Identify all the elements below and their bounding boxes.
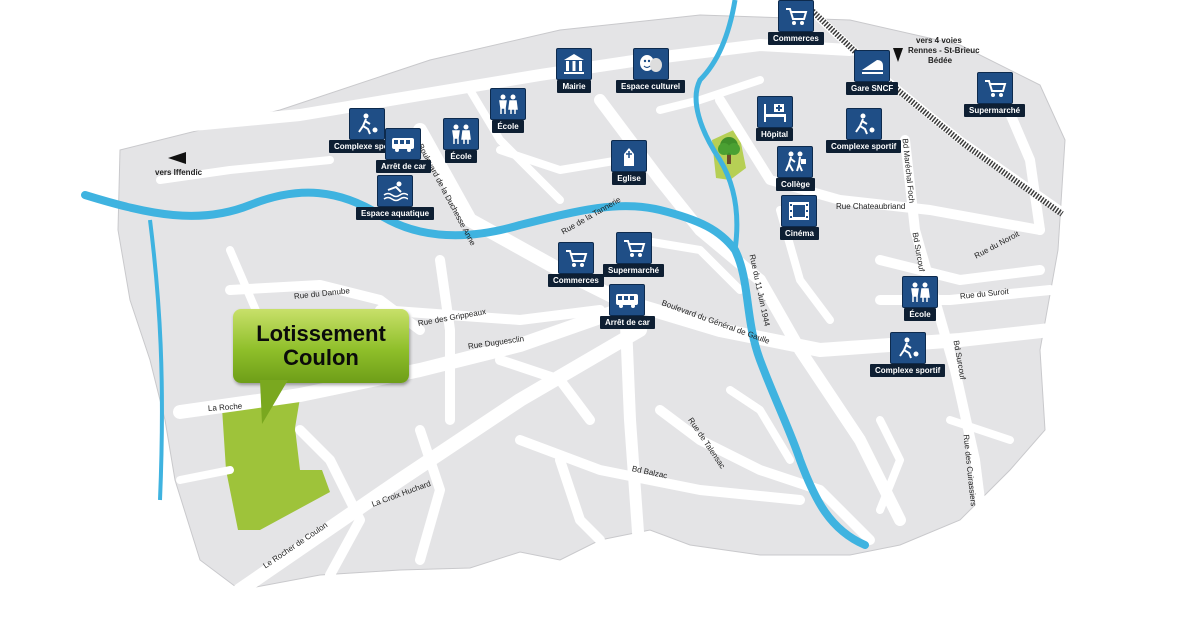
shopping-cart-icon (976, 72, 1013, 104)
railway (797, 0, 1064, 217)
poi-label: Cinéma (780, 227, 819, 240)
poi-arret-de-car-north[interactable]: Arrêt de car (376, 128, 431, 173)
poi-ecole-mid[interactable]: École (443, 118, 479, 163)
bus-icon (385, 128, 422, 160)
poi-label: École (904, 308, 936, 321)
arrow-north-icon (893, 48, 903, 62)
poi-espace-culturel[interactable]: Espace culturel (616, 48, 686, 93)
poi-label: Collège (776, 178, 815, 191)
river (81, 188, 869, 549)
poi-hopital[interactable]: Hôpital (756, 96, 794, 141)
church-icon (611, 140, 647, 172)
poi-label: Supermarché (964, 104, 1026, 117)
street-chateaubriand: Rue Chateaubriand (836, 202, 906, 211)
poi-gare-sncf[interactable]: Gare SNCF (846, 50, 899, 95)
callout-pointer (260, 380, 288, 424)
poi-label: Arrêt de car (600, 316, 655, 329)
arrow-west-icon (168, 152, 186, 164)
students-icon (777, 146, 814, 178)
shopping-cart-icon (557, 242, 594, 274)
direction-iffendic: vers Iffendic (155, 168, 203, 177)
shopping-cart-icon (777, 0, 814, 32)
children-icon (902, 276, 938, 308)
sport-runner-icon (348, 108, 385, 140)
poi-label: Espace aquatique (356, 207, 435, 220)
direction-4-voies-line2: Rennes - St-Brieuc (908, 46, 980, 55)
poi-mairie[interactable]: Mairie (556, 48, 592, 93)
poi-eglise[interactable]: Eglise (611, 140, 647, 185)
poi-college[interactable]: Collège (776, 146, 815, 191)
poi-supermarche-east[interactable]: Supermarché (964, 72, 1026, 117)
poi-ecole-east[interactable]: École (902, 276, 938, 321)
sport-runner-icon (889, 332, 926, 364)
tree-icon (718, 137, 740, 164)
poi-label: École (445, 150, 477, 163)
direction-4-voies-line1: vers 4 voies (916, 36, 962, 45)
hospital-bed-icon (756, 96, 793, 128)
poi-complexe-sportif-center[interactable]: Complexe sportif (826, 108, 902, 153)
callout-line1: Lotissement (256, 321, 386, 346)
town-hall-icon (556, 48, 592, 80)
theater-masks-icon (632, 48, 669, 80)
children-icon (443, 118, 479, 150)
poi-label: Eglise (612, 172, 646, 185)
poi-supermarche-center[interactable]: Supermarché (603, 232, 665, 277)
poi-espace-aquatique[interactable]: Espace aquatique (356, 175, 435, 220)
film-strip-icon (781, 195, 818, 227)
river-west-branch (148, 219, 164, 501)
direction-4-voies-line3: Bédée (928, 56, 953, 65)
poi-ecole-north[interactable]: École (490, 88, 526, 133)
river-north-branch (693, 0, 740, 251)
poi-label: Mairie (557, 80, 591, 93)
poi-label: Espace culturel (616, 80, 686, 93)
lotissement-callout: Lotissement Coulon (233, 309, 409, 383)
poi-commerces-center[interactable]: Commerces (548, 242, 604, 287)
poi-label: Hôpital (756, 128, 794, 141)
swimmer-icon (377, 175, 414, 207)
callout-line2: Coulon (283, 345, 359, 370)
children-icon (490, 88, 526, 120)
poi-commerces-north[interactable]: Commerces (768, 0, 824, 45)
train-icon (854, 50, 891, 82)
poi-label: Arrêt de car (376, 160, 431, 173)
poi-label: Supermarché (603, 264, 665, 277)
poi-label: Complexe sportif (826, 140, 902, 153)
roads (134, 39, 1057, 597)
bus-icon (609, 284, 646, 316)
poi-arret-de-car-center[interactable]: Arrêt de car (600, 284, 655, 329)
poi-cinema[interactable]: Cinéma (780, 195, 819, 240)
poi-complexe-sportif-east[interactable]: Complexe sportif (870, 332, 946, 377)
poi-label: École (492, 120, 524, 133)
shopping-cart-icon (615, 232, 652, 264)
poi-label: Gare SNCF (846, 82, 899, 95)
poi-label: Commerces (548, 274, 604, 287)
poi-label: Complexe sportif (870, 364, 946, 377)
sport-runner-icon (845, 108, 882, 140)
town-area (117, 14, 1066, 591)
lotissement-area (222, 398, 330, 530)
poi-label: Commerces (768, 32, 824, 45)
